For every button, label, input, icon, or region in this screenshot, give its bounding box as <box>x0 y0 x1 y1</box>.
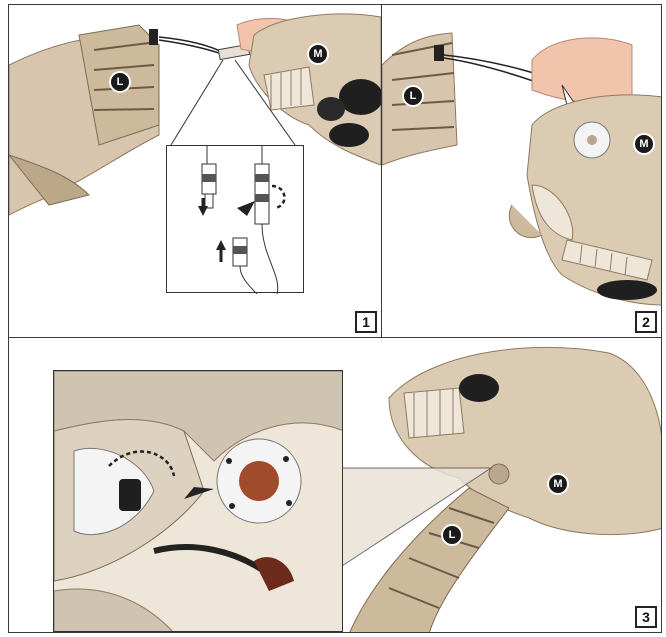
connector-stub-icon <box>434 45 444 61</box>
step-1-panel: L M 1 <box>8 4 382 338</box>
neck-bone-icon <box>9 25 159 215</box>
connector-stub-icon <box>119 479 141 511</box>
label-m-badge: M <box>633 133 655 155</box>
connector-detail-inset <box>166 145 304 293</box>
label-m-badge: M <box>307 43 329 65</box>
step-number: 2 <box>635 311 657 333</box>
arrow-curve-icon <box>237 201 255 216</box>
mount-detail-drawing <box>54 371 343 632</box>
label-m-badge: M <box>547 473 569 495</box>
step-number: 3 <box>635 606 657 628</box>
connector-stub-icon <box>149 29 158 45</box>
arrow-down-icon <box>198 206 208 216</box>
step-2-illustration <box>382 5 662 338</box>
step-3-panel: M L 3 <box>8 337 662 633</box>
label-l-badge: L <box>441 524 463 546</box>
arrow-up-icon <box>216 240 226 250</box>
step-number: 1 <box>355 311 377 333</box>
skull-icon <box>249 14 382 165</box>
connector-detail-drawing <box>167 146 305 294</box>
hand-icon <box>532 38 632 103</box>
label-l-badge: L <box>402 85 424 107</box>
label-l-badge: L <box>109 71 131 93</box>
step-2-panel: L M 2 <box>381 4 662 338</box>
mount-detail-inset <box>53 370 343 632</box>
skull-icon <box>527 95 662 305</box>
